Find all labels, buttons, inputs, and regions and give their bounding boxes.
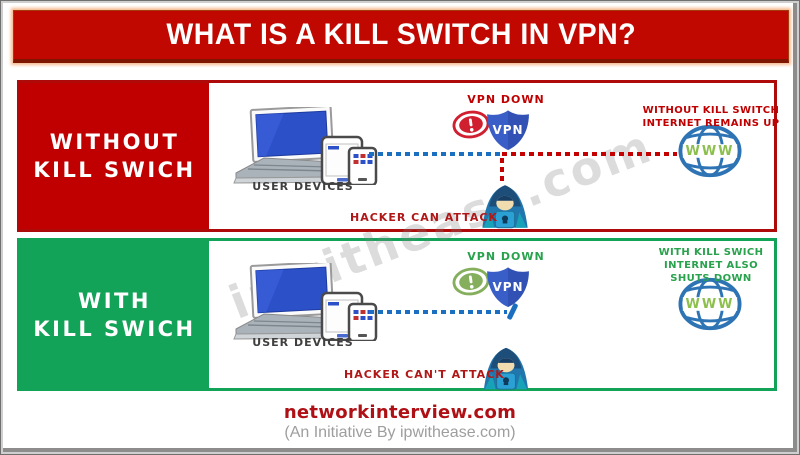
section-label-with: WITH KILL SWICH [20,241,209,388]
vpn-shield-label: VPN [492,280,524,294]
internet-status-line2: INTERNET ALSO [664,260,758,271]
user-devices-icon [230,107,380,185]
section-with-kill-switch: WITH KILL SWICH [17,238,777,391]
hacker-status-label: HACKER CAN ATTACK [350,211,498,224]
exposed-traffic-line-red [502,152,677,156]
globe-www-label: WWW [685,297,735,312]
section-label-line2: KILL SWICH [33,316,196,341]
footer-tagline: (An Initiative By ipwithease.com) [284,424,516,441]
section-label-line2: KILL SWICH [33,158,196,182]
internet-status-line2: INTERNET REMAINS UP [642,118,780,129]
section-without-kill-switch: WITHOUT KILL SWICH [17,80,777,232]
vpn-tunnel-line-blue [369,310,507,314]
internet-status-line1: WITH KILL SWICH [658,247,764,258]
hacker-attack-line-red [500,158,504,184]
user-devices-label: USER DEVICES [252,180,354,193]
title-banner: WHAT IS A KILL SWITCH IN VPN? [13,10,789,63]
page-title: WHAT IS A KILL SWITCH IN VPN? [166,18,636,51]
internet-status-line1: WITHOUT KILL SWITCH [642,105,780,116]
globe-www-label: WWW [685,144,735,159]
vpn-down-label: VPN DOWN [467,250,545,263]
vpn-shield-label: VPN [492,123,524,137]
section-label-line1: WITHOUT [49,130,180,154]
footer-site-text: networkinterview.com [283,402,517,423]
vpn-down-label: VPN DOWN [467,93,545,106]
user-devices-label: USER DEVICES [252,336,354,349]
vpn-tunnel-line-blue [369,152,502,156]
section-label-without: WITHOUT KILL SWICH [20,83,209,229]
section-label-line1: WITH [78,288,151,313]
user-devices-icon [230,263,380,341]
internet-status-text: WITH KILL SWICH INTERNET ALSO SHUTS DOWN [639,246,783,285]
internet-status-line3: SHUTS DOWN [670,273,752,284]
internet-status-text: WITHOUT KILL SWITCH INTERNET REMAINS UP [639,104,783,130]
hacker-status-label: HACKER CAN'T ATTACK [344,368,505,381]
